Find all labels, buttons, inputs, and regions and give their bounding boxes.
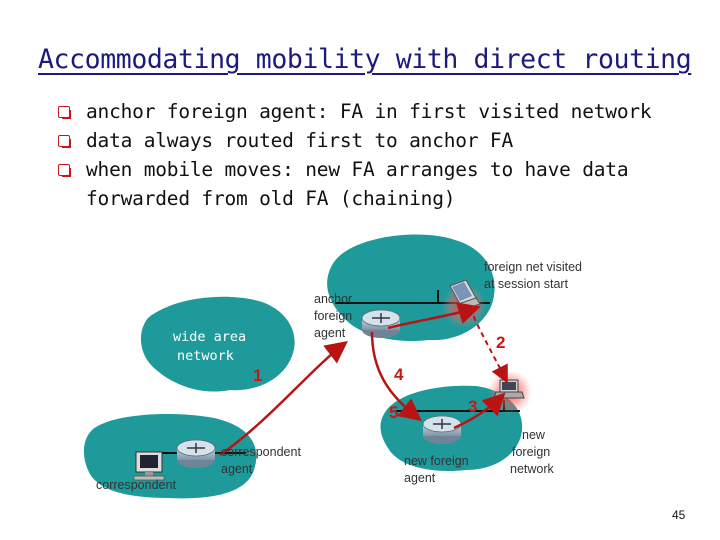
wide-area-network-cloud [140, 296, 295, 392]
wide-area-network-label: network [177, 348, 234, 364]
new-foreign-network-label: foreign [512, 445, 550, 459]
checkbox-bullet-icon [58, 106, 71, 119]
bullet-item: anchor foreign agent: FA in first visite… [58, 97, 698, 126]
new-foreign-network-label: network [510, 462, 555, 476]
new-foreign-network-label: new [522, 428, 546, 442]
correspondent-network-cloud [83, 414, 257, 499]
new-foreign-agent-label: agent [404, 471, 436, 485]
anchor-foreign-agent-label: anchor [314, 292, 352, 306]
foreign-net-visited-label: at session start [484, 277, 569, 291]
page-number: 45 [672, 508, 686, 522]
step-number-1: 1 [253, 366, 262, 385]
checkbox-bullet-icon [58, 164, 71, 177]
correspondent-computer-icon [133, 451, 165, 481]
bullet-text: data always routed first to anchor FA [86, 129, 513, 152]
anchor-foreign-agent-label: agent [314, 326, 346, 340]
correspondent-agent-label: agent [221, 462, 253, 476]
bullet-text: anchor foreign agent: FA in first visite… [86, 100, 652, 123]
route-arrow-1 [219, 340, 348, 457]
bullet-text: when mobile moves: new FA arranges to ha… [86, 158, 629, 210]
anchor-foreign-agent-router-icon [361, 309, 401, 338]
route-arrow-5 [453, 392, 506, 430]
step-number-4: 4 [394, 365, 404, 384]
new-foreign-agent-label: new foreign [404, 454, 469, 468]
route-arrow-4 [370, 331, 422, 422]
bullet-list: anchor foreign agent: FA in first visite… [58, 97, 698, 213]
correspondent-label: correspondent [96, 478, 176, 492]
step-number-5: 5 [389, 403, 398, 422]
checkbox-bullet-icon [58, 135, 71, 148]
route-arrow-2 [387, 302, 481, 330]
bullet-item: when mobile moves: new FA arranges to ha… [58, 155, 698, 213]
wide-area-network-label: wide area [173, 329, 246, 345]
step-number-3: 3 [468, 397, 477, 416]
mobility-move-arrow [469, 307, 508, 384]
foreign-net-visited-label: foreign net visited [484, 260, 582, 274]
anchor-foreign-agent-label: foreign [314, 309, 352, 323]
correspondent-agent-label: correspondent [221, 445, 301, 459]
new-foreign-agent-router-icon [422, 415, 462, 444]
step-number-2: 2 [496, 333, 505, 352]
correspondent-agent-router-icon [176, 439, 216, 468]
bullet-item: data always routed first to anchor FA [58, 126, 698, 155]
slide-title: Accommodating mobility with direct routi… [38, 44, 692, 75]
